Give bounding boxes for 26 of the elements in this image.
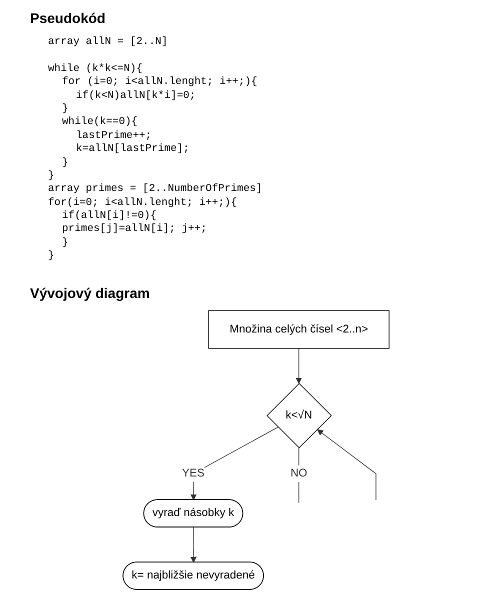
arrow — [190, 426, 278, 500]
code-line: array primes = [2..NumberOfPrimes] — [48, 183, 262, 196]
code-line: primes[j]=allN[i]; j++; — [62, 223, 207, 236]
code-line: if(allN[i]!=0){ — [62, 210, 157, 222]
code-line: } — [62, 156, 68, 169]
code-line: } — [62, 102, 68, 115]
code-line: k=allN[lastPrime]; — [76, 143, 190, 156]
code-line: while(k==0){ — [62, 116, 138, 128]
arrow — [296, 348, 302, 384]
arrow — [317, 429, 376, 500]
code-line: } — [48, 250, 54, 262]
node-diamond: k<√N — [266, 383, 332, 448]
code-line: if(k<N)allN[k*i]=0; — [76, 90, 196, 102]
code-line: while (k*k<=N){ — [48, 62, 143, 75]
code-line: lastPrime++; — [76, 130, 152, 142]
arrow — [190, 527, 197, 563]
edge-label: NO — [290, 467, 308, 480]
code-line: for (i=0; i<allN.lenght; i++;){ — [62, 76, 258, 88]
edge-label: YES — [182, 467, 204, 480]
code-line: } — [48, 170, 54, 182]
code-line: for(i=0; i<allN.lenght; i++;){ — [48, 196, 238, 209]
node-box: Množina celých čísel <2..n> — [208, 310, 390, 349]
heading: Vývojový diagram — [30, 285, 150, 301]
code-line: array allN = [2..N] — [48, 36, 168, 48]
code-line: } — [62, 236, 68, 249]
heading: Pseudokód — [30, 10, 106, 26]
